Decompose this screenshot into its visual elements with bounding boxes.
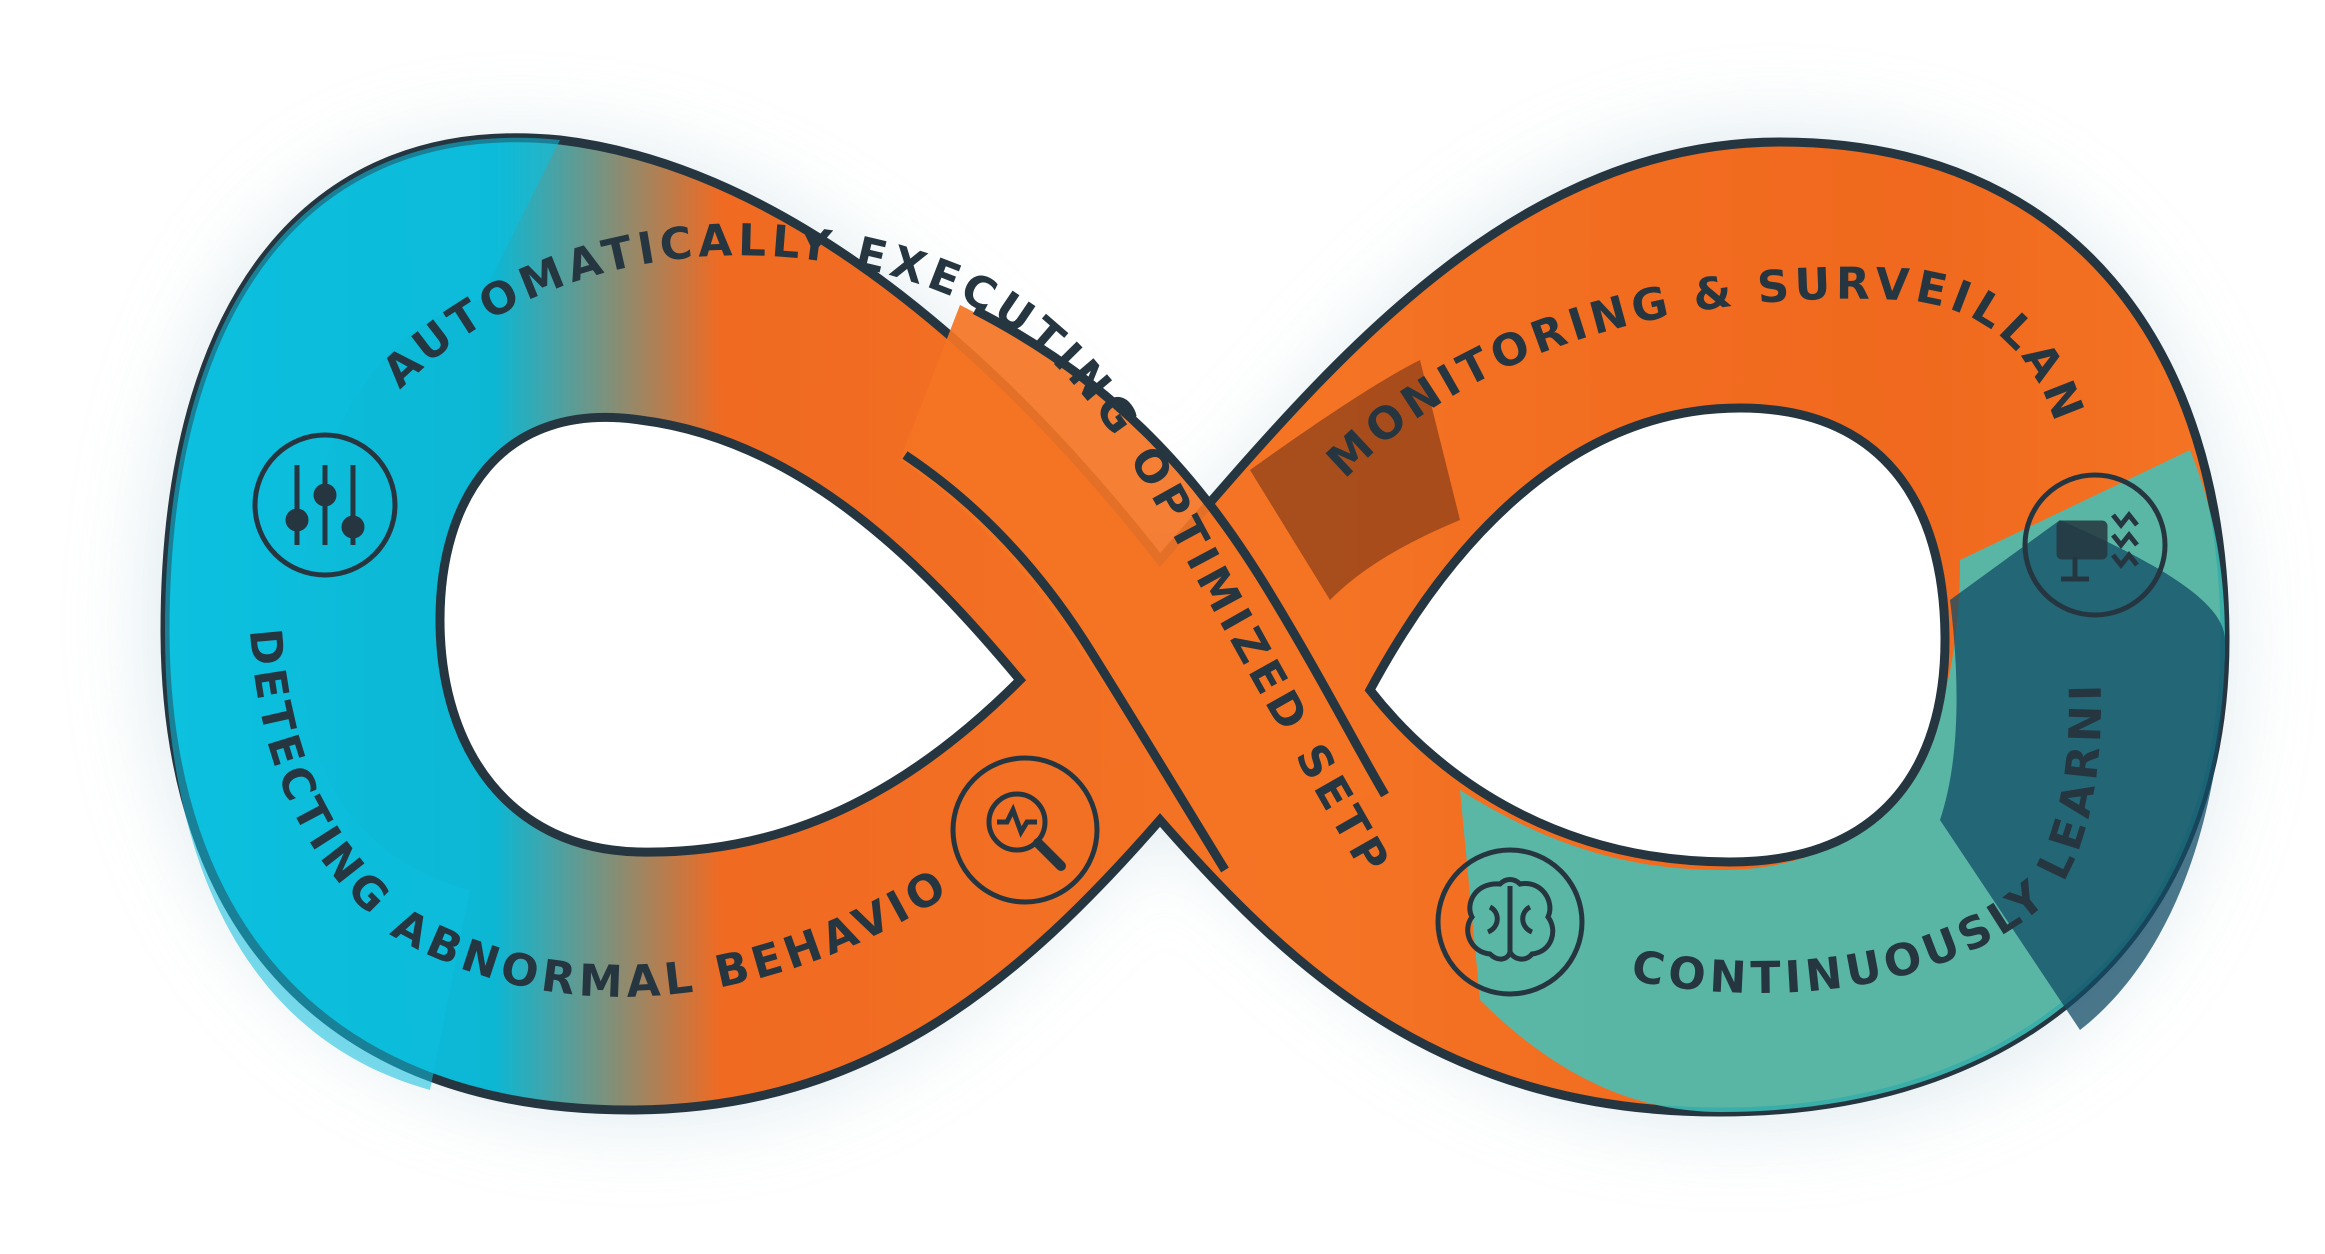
magnifier-pulse-icon xyxy=(950,755,1100,905)
right-loop-hole xyxy=(1364,403,1950,867)
sliders-icon xyxy=(252,432,398,578)
monitor-waves-icon xyxy=(2022,472,2168,618)
left-loop-hole xyxy=(435,413,1027,857)
infinity-ribbon xyxy=(160,133,2230,1117)
brain-icon xyxy=(1435,847,1585,997)
